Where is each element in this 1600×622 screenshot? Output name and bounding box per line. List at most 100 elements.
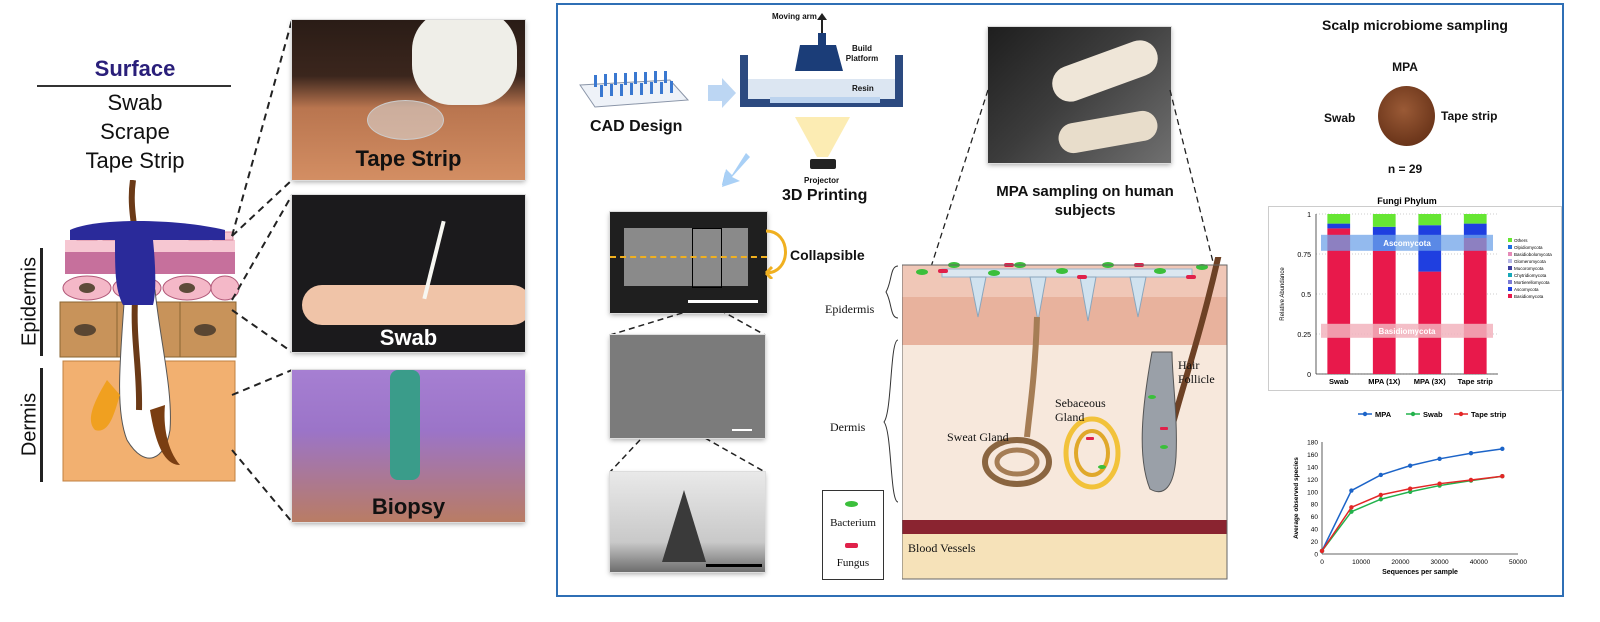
y-tick-label: 20 bbox=[1311, 539, 1319, 546]
legend-label: Tape strip bbox=[1471, 410, 1507, 419]
label-build-platform: Build Platform bbox=[845, 44, 879, 63]
skin-label-hair-follicle: Hair Follicle bbox=[1178, 358, 1215, 386]
data-point bbox=[1378, 472, 1383, 478]
x-tick-label: MPA (3X) bbox=[1414, 377, 1447, 386]
patch-photo bbox=[610, 212, 767, 313]
arrow-down-left bbox=[722, 153, 750, 187]
legend-bacterium-label: Bacterium bbox=[830, 517, 876, 529]
skin-layers-illustration bbox=[59, 180, 240, 482]
x-tick-label: 30000 bbox=[1431, 559, 1449, 566]
bar-ascomycota bbox=[1327, 223, 1351, 229]
arrow-right bbox=[708, 78, 736, 108]
legend-swatch bbox=[1508, 294, 1512, 298]
series-line-tape-strip bbox=[1321, 475, 1503, 552]
legend-swatch bbox=[1508, 238, 1512, 242]
series-line-mpa bbox=[1321, 448, 1503, 552]
biopsy-photo: Biopsy bbox=[292, 370, 525, 522]
label-cad-design: CAD Design bbox=[590, 118, 683, 135]
fabrication-diagram bbox=[579, 13, 903, 187]
skin-label-blood-vessels: Blood Vessels bbox=[908, 541, 976, 555]
skin-cross-section bbox=[902, 257, 1228, 580]
y-tick-label: 0.25 bbox=[1297, 332, 1311, 339]
legend-label: MPA bbox=[1375, 410, 1392, 419]
x-tick-label: Swab bbox=[1329, 377, 1349, 386]
data-point bbox=[1468, 477, 1474, 483]
annotation-band-ascomycota bbox=[1321, 234, 1493, 251]
bar-others bbox=[1463, 214, 1487, 224]
y-tick-label: 60 bbox=[1311, 514, 1319, 521]
fold-arrow bbox=[764, 229, 787, 279]
glove-shape bbox=[412, 20, 517, 105]
scale-bar bbox=[688, 300, 758, 303]
layer-bracket-epidermis bbox=[40, 248, 43, 356]
legend-marker bbox=[1458, 411, 1464, 417]
y-tick-label: 180 bbox=[1307, 440, 1318, 447]
bar-ascomycota bbox=[1463, 223, 1487, 238]
biopsy-punch bbox=[390, 370, 420, 480]
series-line-swab bbox=[1321, 475, 1503, 552]
annotation-band-basidiomycota bbox=[1321, 323, 1493, 338]
connector-lines bbox=[231, 19, 293, 523]
y-tick-label: 160 bbox=[1307, 452, 1318, 459]
annotation-ascomycota: Ascomycota bbox=[1383, 239, 1431, 248]
legend-label: Glomeromycota bbox=[1514, 259, 1546, 264]
y-axis-label: Relative Abundance bbox=[1280, 267, 1286, 321]
data-point bbox=[1500, 446, 1505, 452]
divider bbox=[37, 85, 231, 87]
legend-label: Ascomycota bbox=[1514, 287, 1539, 292]
microneedle-array-photo bbox=[610, 335, 765, 438]
method-scrape: Scrape bbox=[100, 119, 170, 144]
annotation-basidiomycota: Basidiomycota bbox=[1379, 327, 1436, 336]
data-point bbox=[1468, 451, 1474, 456]
bacterium-icon bbox=[845, 501, 858, 507]
tape-disc bbox=[367, 100, 444, 140]
x-tick-label: 20000 bbox=[1391, 559, 1409, 566]
scalp-label-mpa: MPA bbox=[1392, 60, 1418, 74]
chart-title: Fungi Phylum bbox=[1377, 196, 1437, 206]
swab-photo: Swab bbox=[292, 195, 525, 352]
legend-swatch bbox=[1508, 280, 1512, 284]
data-point bbox=[1437, 456, 1442, 461]
data-point bbox=[1437, 481, 1442, 486]
label-3d-printing: 3D Printing bbox=[782, 187, 868, 204]
microbe-legend: Bacterium Fungus bbox=[822, 490, 884, 580]
x-tick-label: MPA (1X) bbox=[1368, 377, 1401, 386]
label-collapsible: Collapsible bbox=[790, 247, 865, 263]
legend-label: Mortierellomycota bbox=[1514, 280, 1550, 285]
patch-selection-box bbox=[692, 228, 722, 288]
data-point bbox=[1349, 505, 1354, 510]
bar-basidiomycota bbox=[1463, 238, 1487, 374]
legend-label: Basidiobolomycota bbox=[1514, 252, 1552, 257]
y-axis-label: Average observed species bbox=[1293, 457, 1300, 539]
right-panel-frame bbox=[556, 3, 1564, 597]
data-point bbox=[1500, 474, 1505, 479]
data-point bbox=[1319, 548, 1325, 554]
legend-swatch bbox=[1508, 252, 1512, 256]
label-moving-arm: Moving arm bbox=[772, 12, 817, 21]
scale-bar-3 bbox=[706, 564, 762, 567]
y-tick-label: 0.75 bbox=[1297, 252, 1311, 259]
legend-swatch bbox=[1508, 259, 1512, 263]
x-axis-label: Sequences per sample bbox=[1382, 569, 1458, 576]
legend-label: Swab bbox=[1423, 410, 1443, 419]
method-swab: Swab bbox=[107, 90, 163, 115]
y-tick-label: 0.5 bbox=[1301, 292, 1311, 299]
legend-label: Basidiomycota bbox=[1514, 294, 1544, 299]
data-point bbox=[1378, 492, 1383, 498]
skin-zoom-lines bbox=[929, 89, 1216, 271]
legend-label: Chytridiomycota bbox=[1514, 273, 1547, 278]
microneedle-sem-photo bbox=[610, 472, 765, 572]
legend-swatch bbox=[1508, 273, 1512, 277]
data-point bbox=[1349, 488, 1354, 493]
arm-shape bbox=[302, 285, 525, 325]
fold-line bbox=[610, 256, 767, 258]
data-point bbox=[1408, 489, 1413, 494]
legend-label: Olpidiomycota bbox=[1514, 245, 1543, 250]
bar-basidiomycota bbox=[1372, 250, 1396, 374]
y-tick-label: 100 bbox=[1307, 489, 1318, 496]
x-tick-label: 40000 bbox=[1470, 559, 1488, 566]
skin-label-sebaceous-gland: Sebaceous Gland bbox=[1055, 396, 1106, 424]
label-resin: Resin bbox=[852, 84, 874, 93]
